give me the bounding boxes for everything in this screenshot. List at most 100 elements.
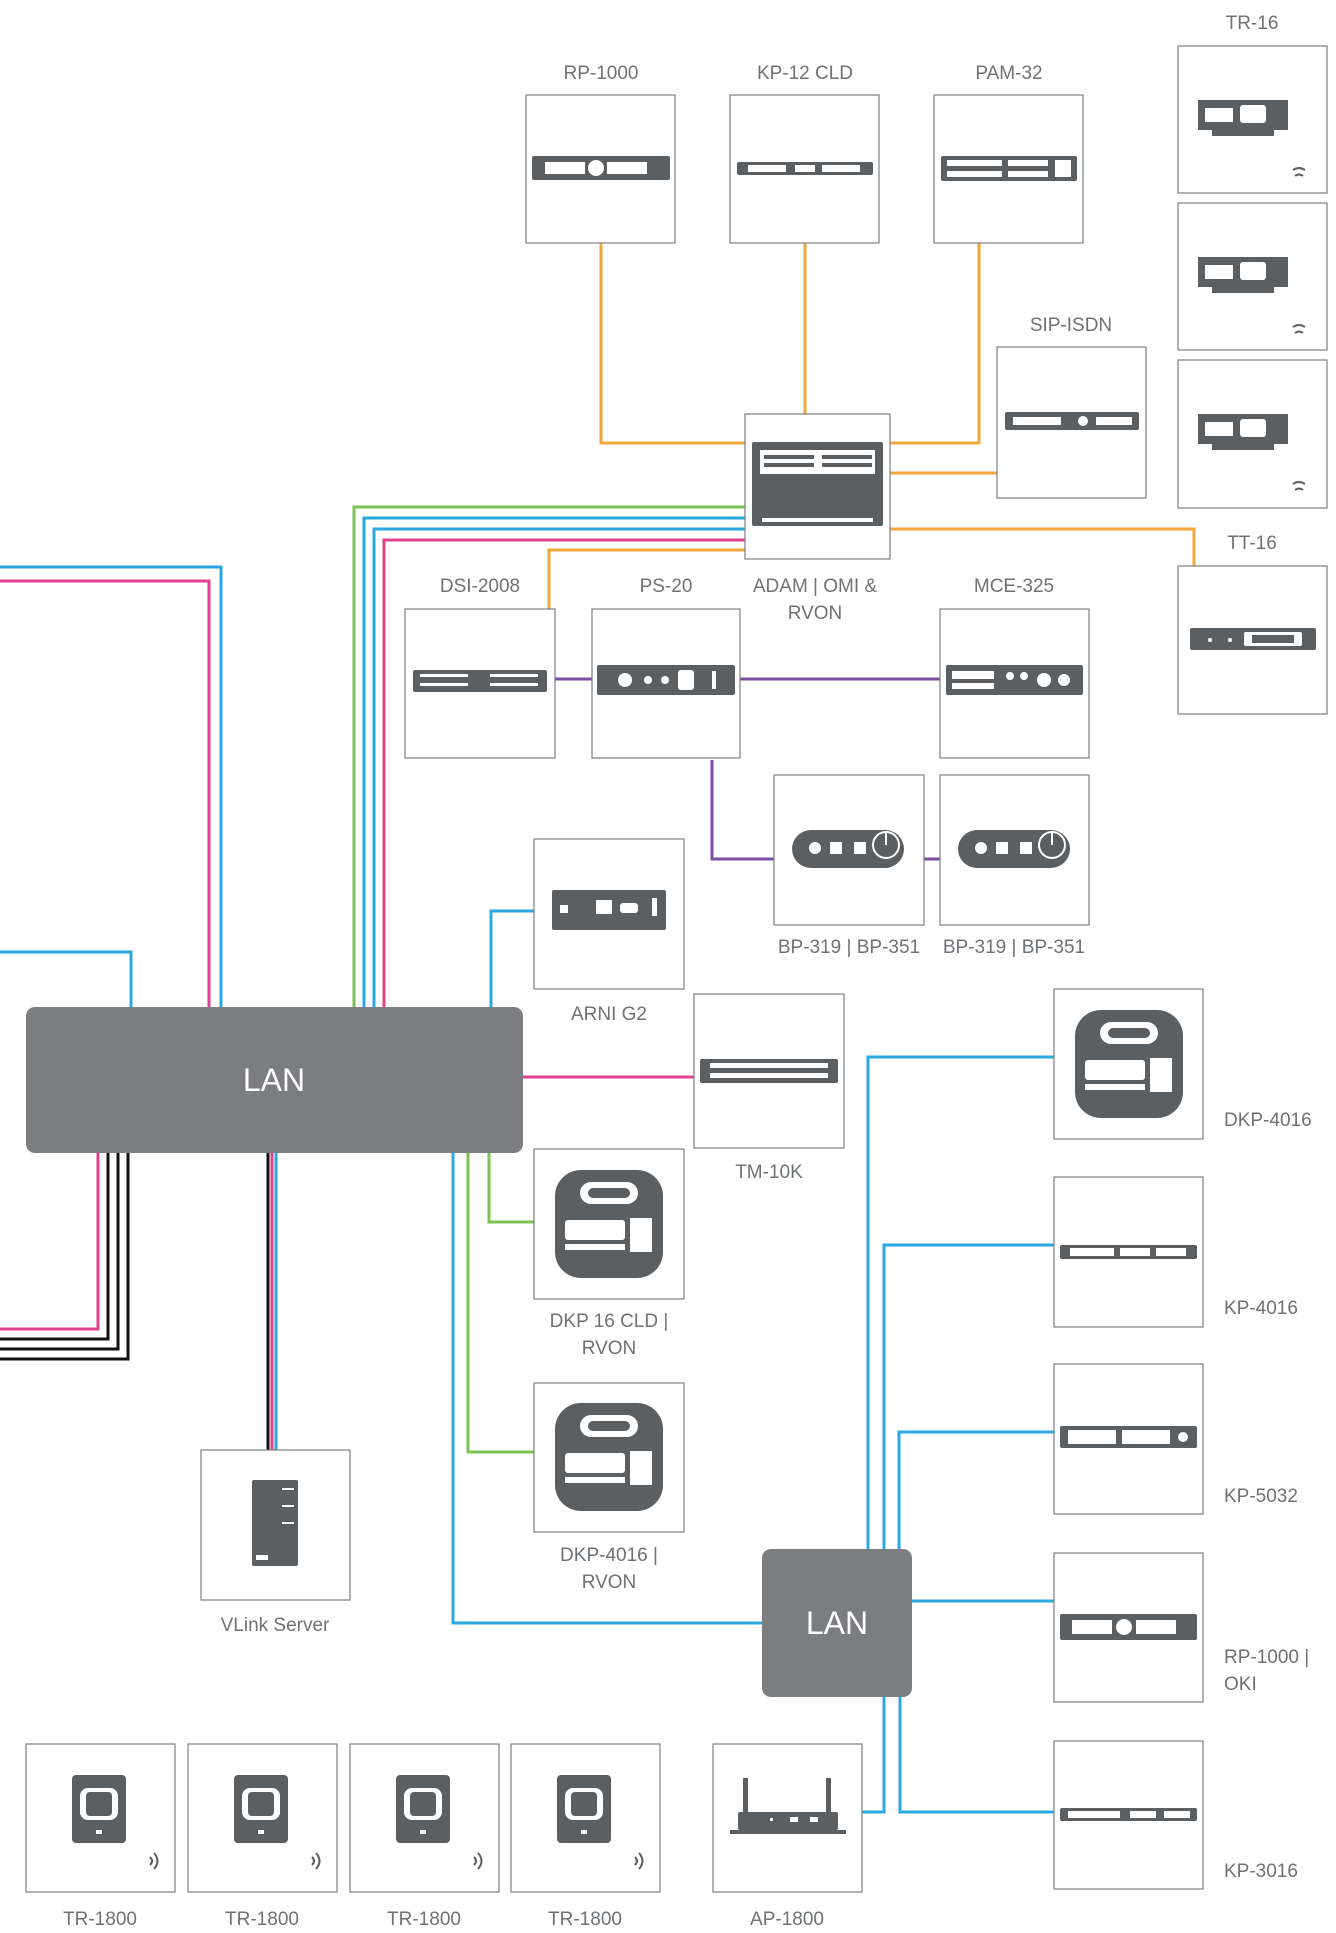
bp319a-label: BP-319 | BP-351 <box>778 937 920 958</box>
link-lan-adam-cyan-1 <box>362 516 745 1007</box>
ap1800-label: AP-1800 <box>750 1909 824 1930</box>
rack-panel-icon <box>1190 628 1316 650</box>
beltpack-icon <box>958 830 1070 868</box>
device-dkp4016: DKP-4016 <box>1053 988 1312 1140</box>
link-dsi-adam <box>547 548 745 609</box>
device-kp3016: KP-3016 <box>1053 1740 1298 1890</box>
link-lan-adam-green <box>352 505 745 1007</box>
device-pam32: PAM-32 <box>933 63 1084 244</box>
link-lan-left-black-2 <box>0 1153 120 1351</box>
link-lan-left-magenta-bottom <box>0 1153 100 1331</box>
link-lan-left-black-3 <box>0 1153 130 1361</box>
rack-panel-icon <box>1060 1614 1197 1640</box>
link-lan-adam-magenta <box>382 538 745 1007</box>
desktop-keypanel-icon <box>555 1170 663 1278</box>
device-sipisdn: SIP-ISDN <box>996 315 1147 499</box>
access-point-icon <box>730 1778 846 1834</box>
sipisdn-label: SIP-ISDN <box>1030 315 1112 336</box>
rack-panel-icon <box>946 665 1083 695</box>
link-lan2-dkp4016 <box>866 1055 1054 1549</box>
device-adam: ADAM | OMI & RVON <box>744 413 891 624</box>
beltpack-icon <box>1198 100 1306 177</box>
link-lan-left-cyan-top <box>0 565 223 1007</box>
link-lan-left-magenta-top <box>0 579 211 1007</box>
dkp16cld-label-2: RVON <box>582 1338 637 1359</box>
device-kp12: KP-12 CLD <box>729 63 880 244</box>
rack-panel-icon <box>413 670 547 692</box>
link-lan2-kp5032 <box>897 1430 1054 1549</box>
router-icon <box>552 890 666 930</box>
tr1800-2-label: TR-1800 <box>225 1909 299 1930</box>
link-lan2-ap1800 <box>862 1697 886 1814</box>
devices: RP-1000 KP-12 CLD PAM-32 <box>25 13 1328 1930</box>
mce325-label: MCE-325 <box>974 576 1054 597</box>
tr1800-4-label: TR-1800 <box>548 1909 622 1930</box>
device-arni: ARNI G2 <box>533 838 685 1025</box>
desktop-keypanel-icon <box>1075 1010 1183 1118</box>
rack-panel-icon <box>1005 412 1139 430</box>
adam-label-2: RVON <box>788 603 843 624</box>
rack-panel-icon <box>1060 1245 1197 1259</box>
device-tr16-b <box>1177 202 1328 351</box>
device-tr1800-1: TR-1800 <box>25 1743 176 1930</box>
wireless-beltpack-icon <box>234 1775 321 1870</box>
dsi2008-label: DSI-2008 <box>440 576 520 597</box>
wireless-beltpack-icon <box>72 1775 159 1870</box>
link-lan-left-cyan-mid <box>0 950 133 1007</box>
kp12-label: KP-12 CLD <box>757 63 853 84</box>
device-ap1800: AP-1800 <box>712 1743 863 1930</box>
link-lan-dkp4016rvon <box>466 1153 534 1454</box>
link-pam32-adam <box>890 243 981 445</box>
tt16-label: TT-16 <box>1227 533 1277 554</box>
lan-secondary: LAN <box>762 1549 912 1697</box>
lan-secondary-label: LAN <box>806 1605 868 1641</box>
link-lan2-kp3016 <box>898 1697 1054 1814</box>
wireless-beltpack-icon <box>396 1775 483 1870</box>
rp1000-label: RP-1000 <box>564 63 639 84</box>
rack-panel-icon <box>597 665 735 695</box>
link-ps20-bp <box>710 760 774 861</box>
link-lan-dkp16 <box>487 1153 534 1224</box>
pam32-label: PAM-32 <box>975 63 1042 84</box>
link-tt16-adam <box>890 527 1196 566</box>
lan-main-label: LAN <box>243 1062 305 1098</box>
dkp4016rvon-label: DKP-4016 | <box>560 1545 658 1566</box>
rack-panel-icon <box>941 156 1077 181</box>
frame-icon <box>752 442 883 526</box>
arni-label: ARNI G2 <box>571 1004 647 1025</box>
rack-panel-icon <box>700 1059 838 1083</box>
device-rp1000: RP-1000 <box>525 63 676 244</box>
rp1000oki-label: RP-1000 | <box>1224 1647 1309 1668</box>
device-dkp16cld: DKP 16 CLD | RVON <box>533 1148 685 1359</box>
device-kp4016: KP-4016 <box>1053 1176 1298 1328</box>
device-tt16: TT-16 <box>1177 533 1328 715</box>
device-dkp4016-rvon: DKP-4016 | RVON <box>533 1382 685 1593</box>
device-tr1800-3: TR-1800 <box>349 1743 500 1930</box>
device-vlink: VLink Server <box>200 1449 351 1636</box>
device-tr1800-4: TR-1800 <box>510 1743 661 1930</box>
device-tm10k: TM-10K <box>693 993 845 1183</box>
device-tr1800-2: TR-1800 <box>187 1743 338 1930</box>
device-ps20: PS-20 <box>591 576 741 759</box>
ps20-label: PS-20 <box>640 576 693 597</box>
device-tr16-c <box>1177 359 1328 509</box>
connections <box>0 243 1196 1814</box>
link-lan-arni <box>489 909 534 1007</box>
tr1800-1-label: TR-1800 <box>63 1909 137 1930</box>
kp3016-label: KP-3016 <box>1224 1861 1298 1882</box>
vlink-label: VLink Server <box>221 1615 330 1636</box>
rack-panel-icon <box>532 156 670 180</box>
device-rp1000oki: RP-1000 | OKI <box>1053 1552 1309 1703</box>
device-dsi2008: DSI-2008 <box>404 576 556 759</box>
beltpack-icon <box>792 830 904 868</box>
beltpack-icon <box>1198 257 1306 334</box>
link-rp1000-adam <box>599 243 745 445</box>
rp1000oki-label-2: OKI <box>1224 1674 1257 1695</box>
desktop-keypanel-icon <box>555 1403 663 1511</box>
device-tr16-a: TR-16 <box>1177 13 1328 194</box>
tm10k-label: TM-10K <box>735 1162 803 1183</box>
kp5032-label: KP-5032 <box>1224 1486 1298 1507</box>
server-icon <box>252 1480 298 1566</box>
rack-panel-icon <box>737 162 873 175</box>
